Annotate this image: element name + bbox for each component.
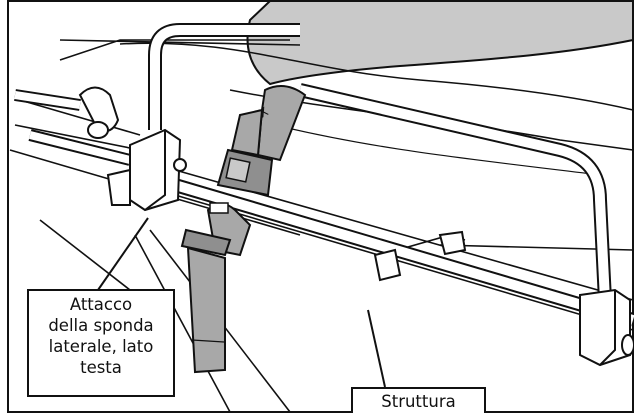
callout-head-line-2: della sponda	[48, 316, 154, 335]
callout-head-attachment: Attacco della sponda laterale, lato test…	[27, 289, 175, 397]
restraint-strap: X	[180, 85, 307, 374]
callout-leaders	[97, 217, 386, 388]
rail-bar	[14, 89, 634, 327]
callout-head-line-3: laterale, lato	[48, 337, 154, 356]
leader-frame	[367, 309, 386, 388]
leader-head-attachment	[97, 217, 149, 291]
callout-head-line-1: Attacco	[69, 295, 133, 314]
side-rail	[148, 23, 612, 301]
foot-attachment-clamp	[373, 230, 634, 367]
callout-frame-label: Struttura	[381, 392, 456, 411]
head-attachment-clamp	[78, 86, 187, 212]
callout-head-line-4: testa	[80, 358, 122, 377]
callout-frame: Struttura	[351, 387, 486, 413]
